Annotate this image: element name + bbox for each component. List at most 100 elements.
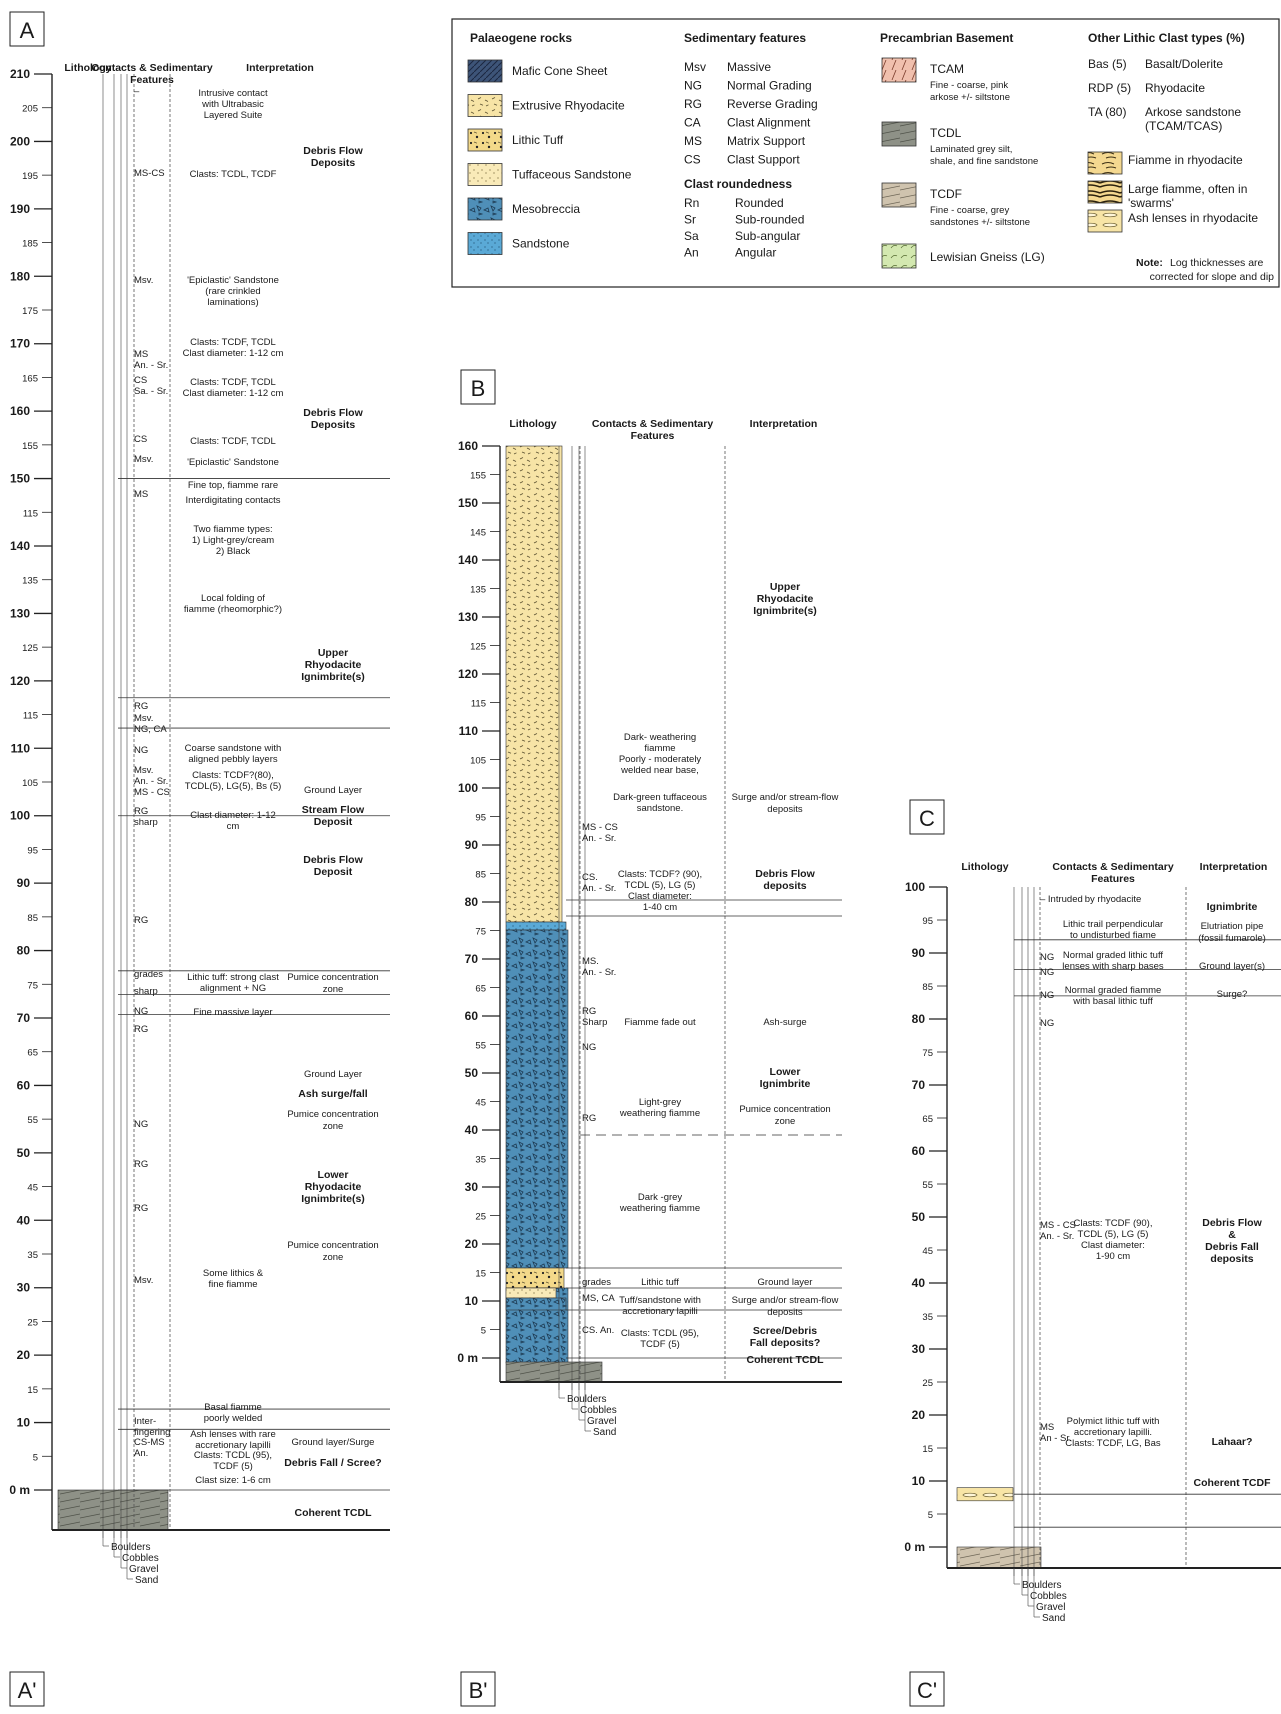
scale-tick-label: 190	[10, 202, 30, 216]
lithology-unit	[57, 1489, 169, 1531]
scale-tick-label: 50	[465, 1066, 479, 1080]
header-lithology: Lithology	[961, 861, 1008, 873]
scale-tick-label: 205	[22, 104, 38, 115]
grain-size-label: Gravel	[1036, 1602, 1065, 1613]
feature-code: An. - Sr.	[1040, 1231, 1074, 1242]
interpretation-label: Pumice concentration	[287, 1240, 378, 1251]
legend-item: Arkose sandstone	[1145, 105, 1241, 119]
legend-item: Matrix Support	[727, 134, 806, 148]
feature-note: 'Epiclastic' Sandstone	[187, 275, 279, 286]
interpretation-label: (fossil fumarole)	[1198, 933, 1266, 944]
interpretation-label: deposits	[767, 804, 803, 815]
scale-tick-label: 50	[17, 1146, 31, 1160]
scale-tick-label: 75	[922, 1048, 933, 1059]
feature-note: accretionary lapilli	[195, 1440, 271, 1451]
interpretation-label: zone	[323, 1121, 344, 1132]
legend-item: TCDL	[930, 126, 962, 140]
interpretation-label: Rhyodacite	[305, 1181, 362, 1193]
feature-note: lenses with sharp bases	[1062, 961, 1164, 972]
feature-code: Msv.	[134, 713, 153, 724]
grain-size-label: Gravel	[587, 1416, 616, 1427]
scale-tick-label: 195	[22, 171, 38, 182]
legend-code: Msv	[684, 60, 706, 74]
feature-code: RG	[134, 806, 148, 817]
legend-swatch	[467, 232, 503, 255]
scale-tick-label: 130	[10, 606, 30, 620]
feature-note: Normal graded lithic tuff	[1063, 950, 1164, 961]
interpretation-label: Scree/Debris	[753, 1325, 817, 1337]
panel-letter-bottom: B'	[469, 1678, 488, 1703]
scale-tick-label: 145	[470, 528, 486, 539]
feature-code: NG	[1040, 967, 1054, 978]
scale-tick-label: 45	[27, 1183, 38, 1194]
feature-code: NG, CA	[134, 724, 167, 735]
panel-letter-bottom: A'	[18, 1678, 37, 1703]
scale-tick-label: 70	[912, 1078, 926, 1092]
scale-tick-label: 20	[17, 1348, 31, 1362]
scale-tick-label: 115	[471, 699, 486, 710]
grain-size-label: Cobbles	[122, 1553, 159, 1564]
feature-code: NG	[1040, 952, 1054, 963]
grain-size-label: Gravel	[129, 1564, 158, 1575]
feature-code: Sa. - Sr.	[134, 386, 168, 397]
legend-desc: Fine - coarse, pink	[930, 80, 1008, 91]
feature-note: Dark- weathering	[624, 732, 696, 743]
header-contacts: Features	[1091, 873, 1135, 885]
interpretation-label: deposits	[1210, 1253, 1253, 1265]
interpretation-label: Deposit	[314, 866, 353, 878]
legend-item: Fiamme in rhyodacite	[1128, 153, 1243, 167]
legend-swatch	[1087, 180, 1123, 204]
scale-tick-label: 125	[22, 643, 38, 654]
scale-tick-label: 65	[27, 1048, 38, 1059]
panel-letter-bottom: C'	[917, 1678, 937, 1703]
lithology-unit	[505, 1287, 557, 1299]
legend-swatch	[467, 128, 503, 152]
scale-tick-label: 5	[928, 1510, 933, 1521]
legend-item: Basalt/Dolerite	[1145, 57, 1223, 71]
header-lithology: Lithology	[64, 62, 111, 74]
legend-swatch	[881, 182, 917, 208]
feature-code: NG	[1040, 1018, 1054, 1029]
lithology-unit	[956, 1487, 1014, 1502]
scale-tick-label: 25	[27, 1317, 38, 1328]
scale-tick-label: 30	[912, 1342, 926, 1356]
scale-tick-label: 160	[458, 439, 478, 453]
legend-item: Rhyodacite	[1145, 81, 1205, 95]
lithology-unit	[505, 929, 569, 1269]
scale-tick-label: 140	[10, 539, 30, 553]
interpretation-label: Lower	[318, 1169, 349, 1181]
interpretation-label: Debris Flow	[303, 145, 363, 157]
interpretation-label: Ground Layer	[304, 1069, 362, 1080]
scale-tick-label: 185	[22, 239, 38, 250]
feature-note: cm	[227, 821, 240, 832]
interpretation-label: Upper	[770, 581, 800, 593]
interpretation-label: Coherent TCDL	[747, 1354, 825, 1366]
header-interpretation: Interpretation	[1200, 861, 1268, 873]
legend-item: Large fiamme, often in	[1128, 182, 1247, 196]
feature-note: Clast size: 1-6 cm	[195, 1475, 271, 1486]
scale-tick-label: 105	[470, 756, 486, 767]
scale-tick-label: 155	[470, 471, 486, 482]
grain-size-label: Sand	[593, 1427, 616, 1438]
feature-note: 'Epiclastic' Sandstone	[187, 457, 279, 468]
feature-note: with basal lithic tuff	[1072, 996, 1153, 1007]
scale-tick-label: 25	[922, 1378, 933, 1389]
header-interpretation: Interpretation	[750, 418, 818, 430]
scale-tick-label: 110	[459, 724, 479, 738]
scale-tick-label: 20	[912, 1408, 926, 1422]
interpretation-label: Ignimbrite(s)	[301, 671, 365, 683]
scale-tick-label: 85	[27, 913, 38, 924]
scale-tick-label: 55	[27, 1115, 38, 1126]
scale-tick-label: 45	[475, 1098, 486, 1109]
panel-letter-top: B	[471, 376, 486, 401]
feature-note: Light-grey	[639, 1097, 681, 1108]
interpretation-label: Surge and/or stream-flow	[732, 1295, 839, 1306]
feature-note: Intrusive contact	[198, 88, 268, 99]
grain-size-label: Boulders	[1022, 1580, 1061, 1591]
feature-note: Polymict lithic tuff with	[1067, 1416, 1160, 1427]
interpretation-label: Upper	[318, 647, 348, 659]
legend-desc: shale, and fine sandstone	[930, 156, 1038, 167]
grain-size-label: Boulders	[567, 1394, 606, 1405]
legend-title: Other Lithic Clast types (%)	[1088, 31, 1245, 45]
